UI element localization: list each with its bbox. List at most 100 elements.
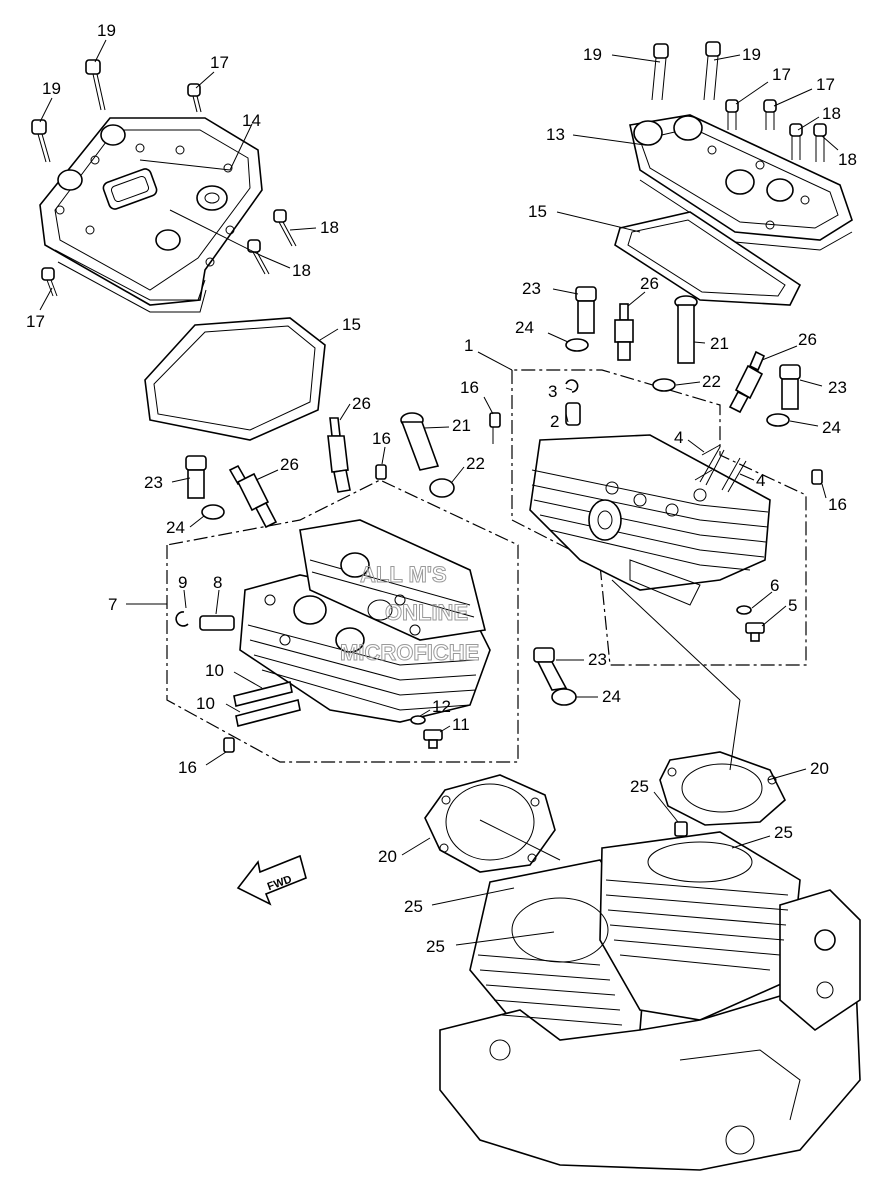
label-24: 24 <box>602 687 621 706</box>
watermark-line-1: ALL M'S <box>360 562 447 587</box>
label-23: 23 <box>828 378 847 397</box>
bolt-18-a <box>273 209 297 247</box>
bolt-23-d <box>533 647 568 691</box>
label-18: 18 <box>320 218 339 237</box>
label-1: 1 <box>464 336 473 355</box>
bolt-11 <box>423 729 443 749</box>
label-15: 15 <box>528 202 547 221</box>
label-21: 21 <box>452 416 471 435</box>
washer-24-b <box>766 413 790 427</box>
bolt-18-d <box>813 123 827 162</box>
label-7: 7 <box>108 595 117 614</box>
label-10: 10 <box>205 661 224 680</box>
gasket-22-a <box>652 378 676 392</box>
stud-4-a <box>694 444 725 486</box>
stud-10-b <box>235 699 301 727</box>
bolt-19-b <box>31 119 51 163</box>
dowel-16-a <box>489 412 501 428</box>
label-26: 26 <box>352 394 371 413</box>
pipe-8 <box>199 615 235 631</box>
label-24: 24 <box>822 418 841 437</box>
label-16: 16 <box>372 429 391 448</box>
head-cover-gasket-front <box>144 317 326 441</box>
rear-head-group-box <box>511 369 807 666</box>
label-25: 25 <box>426 937 445 956</box>
gasket-22-b <box>429 478 455 498</box>
part-number-labels: 19 19 17 14 18 18 17 19 19 17 17 13 18 1… <box>26 21 857 956</box>
dowel-25-a <box>674 821 688 837</box>
label-22: 22 <box>466 454 485 473</box>
cylinder-gasket-front <box>424 774 556 873</box>
label-23: 23 <box>588 650 607 669</box>
engine-block <box>439 831 861 1171</box>
bolt-18-c <box>789 123 803 160</box>
pipe-21-b <box>400 412 440 471</box>
label-23: 23 <box>144 473 163 492</box>
front-head-group-box <box>166 479 519 763</box>
fwd-arrow-icon: FWD <box>236 854 307 906</box>
label-23: 23 <box>522 279 541 298</box>
label-15: 15 <box>342 315 361 334</box>
label-13: 13 <box>546 125 565 144</box>
label-16: 16 <box>828 495 847 514</box>
label-3: 3 <box>548 382 557 401</box>
label-4: 4 <box>674 428 683 447</box>
bolt-19-a <box>85 59 106 111</box>
bolt-17-d <box>763 99 777 130</box>
bolt-17-c <box>725 99 739 130</box>
label-17: 17 <box>816 75 835 94</box>
label-16: 16 <box>178 758 197 777</box>
bolt-17-b <box>41 267 58 297</box>
label-18: 18 <box>292 261 311 280</box>
stud-10-a <box>233 681 293 707</box>
washer-12 <box>410 715 426 725</box>
bolt-19-d <box>703 41 721 101</box>
label-25: 25 <box>404 897 423 916</box>
label-19: 19 <box>742 45 761 64</box>
dowel-16-b <box>811 469 823 485</box>
leader-lines <box>39 39 839 946</box>
label-4: 4 <box>756 471 765 490</box>
label-16: 16 <box>460 378 479 397</box>
label-17: 17 <box>210 53 229 72</box>
spark-plug-26-a <box>614 303 634 361</box>
pipe-21-a <box>674 295 698 364</box>
stud-4-b <box>721 457 747 493</box>
label-21: 21 <box>710 334 729 353</box>
label-20: 20 <box>378 847 397 866</box>
label-6: 6 <box>770 576 779 595</box>
label-25: 25 <box>630 777 649 796</box>
label-10: 10 <box>196 694 215 713</box>
washer-24-c <box>201 504 225 520</box>
bolt-23-c <box>185 455 207 499</box>
dowel-16-c <box>375 464 387 480</box>
label-18: 18 <box>838 150 857 169</box>
watermark-line-3: MICROFICHE <box>340 640 479 665</box>
bolt-23-b <box>779 364 801 410</box>
label-17: 17 <box>26 312 45 331</box>
bolt-18-b <box>247 239 270 275</box>
dowel-16-d <box>223 737 235 753</box>
bolt-23-a <box>575 286 597 334</box>
label-14: 14 <box>242 111 261 130</box>
label-18: 18 <box>822 104 841 123</box>
label-25: 25 <box>774 823 793 842</box>
washer-24-d <box>551 688 577 706</box>
head-cover-gasket-rear <box>614 211 802 306</box>
washer-6 <box>736 605 752 615</box>
label-24: 24 <box>166 518 185 537</box>
washer-24-a <box>565 338 589 352</box>
spark-plug-26-b <box>728 350 766 414</box>
bolt-5 <box>745 622 765 642</box>
label-11: 11 <box>452 715 470 734</box>
clip-9 <box>175 611 189 627</box>
clip-3 <box>565 379 579 393</box>
label-12: 12 <box>432 697 451 716</box>
head-cover-front <box>39 117 263 313</box>
cylinder-head-front <box>239 519 491 723</box>
bolt-17-a <box>187 83 202 113</box>
label-20: 20 <box>810 759 829 778</box>
label-24: 24 <box>515 318 534 337</box>
label-8: 8 <box>213 573 222 592</box>
